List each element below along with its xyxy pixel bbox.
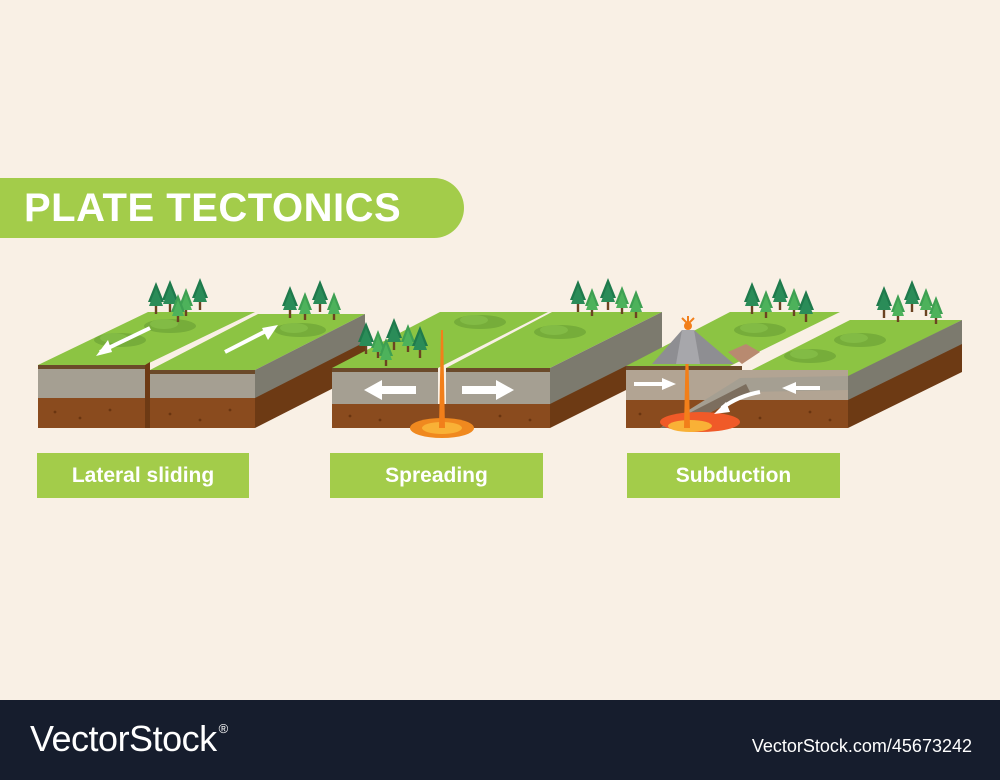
label-spreading: Spreading (330, 453, 543, 498)
lateral-sliding-block (38, 278, 365, 428)
arrow-icon (782, 382, 820, 394)
label-text: Subduction (675, 463, 792, 487)
label-text: Spreading (385, 463, 488, 487)
title-banner: PLATE TECTONICS (0, 178, 464, 238)
arrow-icon (634, 378, 676, 390)
subduction-block (626, 278, 962, 432)
trademark-symbol: ® (218, 721, 229, 736)
volcano-icon (652, 316, 760, 364)
magma-icon (439, 330, 445, 428)
label-subduction: Subduction (627, 453, 840, 498)
label-lateral-sliding: Lateral sliding (37, 453, 249, 498)
label-text: Lateral sliding (71, 463, 215, 487)
brand-name: VectorStock (30, 718, 217, 759)
image-id: VectorStock.com/45673242 (751, 736, 972, 756)
page-title: PLATE TECTONICS (24, 186, 402, 230)
arrow-icon (462, 380, 514, 400)
footer-bar: VectorStock® VectorStock.com/45673242 (0, 700, 1000, 780)
tectonics-diagram (38, 278, 962, 438)
brand-logo: VectorStock® (30, 718, 228, 760)
arrow-icon (224, 328, 269, 354)
spreading-block (332, 278, 662, 438)
arrow-icon (364, 380, 416, 400)
